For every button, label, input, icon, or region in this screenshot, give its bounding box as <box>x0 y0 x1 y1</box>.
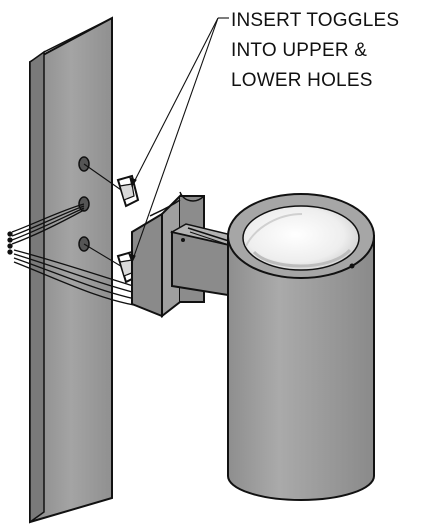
toggle-leader-lines <box>83 163 125 269</box>
callout-line-2: INTO UPPER & <box>231 40 368 61</box>
callout-line-1: INSERT TOGGLES <box>231 10 400 31</box>
light-fixture <box>181 193 375 501</box>
fixture-lens <box>242 205 360 271</box>
bracket-screw <box>181 238 185 242</box>
callout-line-3: LOWER HOLES <box>231 70 373 91</box>
wires <box>7 203 141 307</box>
pole <box>29 16 113 524</box>
callout-leaders <box>128 17 229 264</box>
callout-label: INSERT TOGGLES INTO UPPER & LOWER HOLES <box>231 6 399 96</box>
fixture-screw <box>349 263 355 269</box>
